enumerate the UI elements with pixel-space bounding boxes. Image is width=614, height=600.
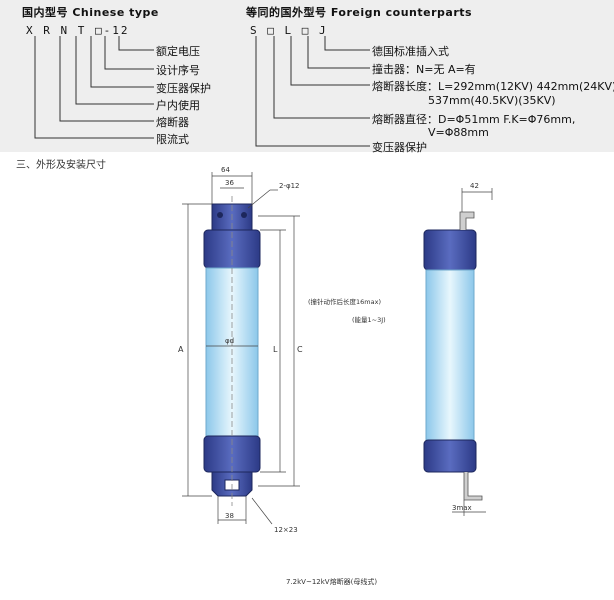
foreign-item-transformer-protection: 变压器保护 — [372, 141, 427, 154]
left-fuse — [203, 196, 261, 506]
dim-right-top: 42 — [470, 182, 479, 190]
foreign-item-diameter-cont: V=Φ88mm — [428, 126, 489, 139]
chinese-type-code: X R N T □-12 — [26, 24, 130, 37]
dim-C: C — [297, 345, 303, 354]
right-bottom-cap — [423, 439, 477, 473]
chinese-item-indoor-use: 户内使用 — [156, 99, 200, 112]
dim-bottom: 38 — [225, 512, 234, 520]
dim-diameter: φd — [225, 337, 234, 345]
fuse-drawing: 64 36 2-φ12 φd A L C 38 12×23 42 (撞针动作后长… — [178, 166, 493, 586]
striker-travel-note: (撞针动作后长度16max) — [308, 297, 381, 306]
chinese-type-header: 国内型号 Chinese type — [22, 6, 159, 19]
chinese-item-current-limiting: 限流式 — [156, 133, 189, 146]
chinese-item-fuse: 熔断器 — [156, 116, 189, 129]
foreign-item-striker: 撞击器：N=无 A=有 — [372, 63, 476, 76]
chinese-item-rated-voltage: 额定电压 — [156, 45, 200, 58]
right-fuse-tube — [425, 269, 475, 441]
dim-L: L — [273, 345, 278, 354]
drawing-caption: 7.2kV~12kV熔断器(母线式) — [286, 577, 377, 586]
striker-energy-note: (能量1~3J) — [352, 315, 386, 324]
model-legend-panel — [0, 0, 614, 152]
dim-A: A — [178, 345, 184, 354]
foreign-item-length: 熔断器长度：L=292mm(12KV) 442mm(24KV) — [372, 80, 614, 93]
foreign-item-diameter: 熔断器直径：D=Φ51mm F.K=Φ76mm, — [372, 113, 576, 126]
chinese-item-transformer-protection: 变压器保护 — [156, 82, 211, 95]
chinese-item-design-number: 设计序号 — [156, 64, 200, 77]
foreign-item-din-plugin: 德国标准插入式 — [372, 45, 449, 58]
dim-3max: 3max — [452, 504, 472, 512]
dim-top-inner: 36 — [225, 179, 234, 187]
section-title: 三、外形及安装尺寸 — [16, 160, 106, 171]
right-top-cap — [423, 229, 477, 271]
dim-slot: 12×23 — [274, 526, 298, 534]
right-fuse — [423, 211, 483, 501]
legend-connector-lines — [34, 36, 370, 147]
foreign-type-code: S □ L □ J — [250, 24, 328, 37]
foreign-type-header: 等同的国外型号 Foreign counterparts — [246, 6, 473, 19]
foreign-item-length-cont: 537mm(40.5KV)(35KV) — [428, 94, 556, 107]
dim-top-outer: 64 — [221, 166, 230, 174]
dim-holes: 2-φ12 — [279, 182, 300, 190]
